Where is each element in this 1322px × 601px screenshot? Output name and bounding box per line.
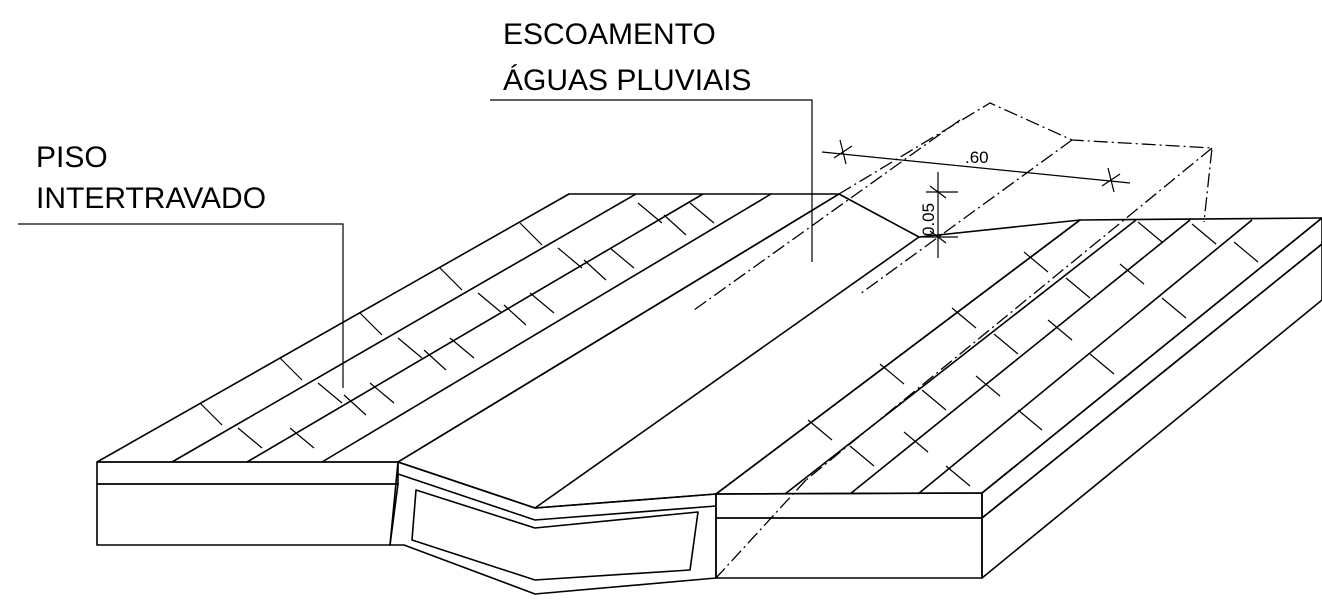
width-dimension: .60 [821, 139, 1131, 193]
left-slab-section [96, 461, 399, 546]
drainage-leader-line [490, 99, 813, 262]
paving-label: PISO INTERTRAVADO [18, 141, 344, 388]
left-paving-block-joints [199, 202, 715, 449]
drainage-label-line1: ESCOAMENTO [503, 18, 716, 51]
depth-dimension-label: 0.05 [919, 203, 938, 236]
drainage-label: ESCOAMENTO ÁGUAS PLUVIAIS [490, 18, 813, 262]
right-paving-block-joints [807, 221, 1259, 487]
width-dimension-label: .60 [965, 148, 989, 167]
depth-dimension: 0.05 [919, 172, 958, 258]
paving-leader-line [18, 223, 344, 388]
right-paving-surface [715, 217, 1322, 495]
left-paving-block-rows [171, 193, 772, 463]
left-paving-surface [96, 193, 840, 463]
paving-label-line1: PISO [36, 141, 108, 174]
axis-lines [693, 102, 1213, 579]
right-paving-block-rows [784, 219, 1253, 495]
drainage-label-line2: ÁGUAS PLUVIAIS [503, 64, 751, 97]
paving-label-line2: INTERTRAVADO [36, 182, 266, 215]
right-slab-side [981, 217, 1322, 579]
channel-section [389, 461, 717, 595]
drainage-channel-surface [397, 193, 1081, 509]
